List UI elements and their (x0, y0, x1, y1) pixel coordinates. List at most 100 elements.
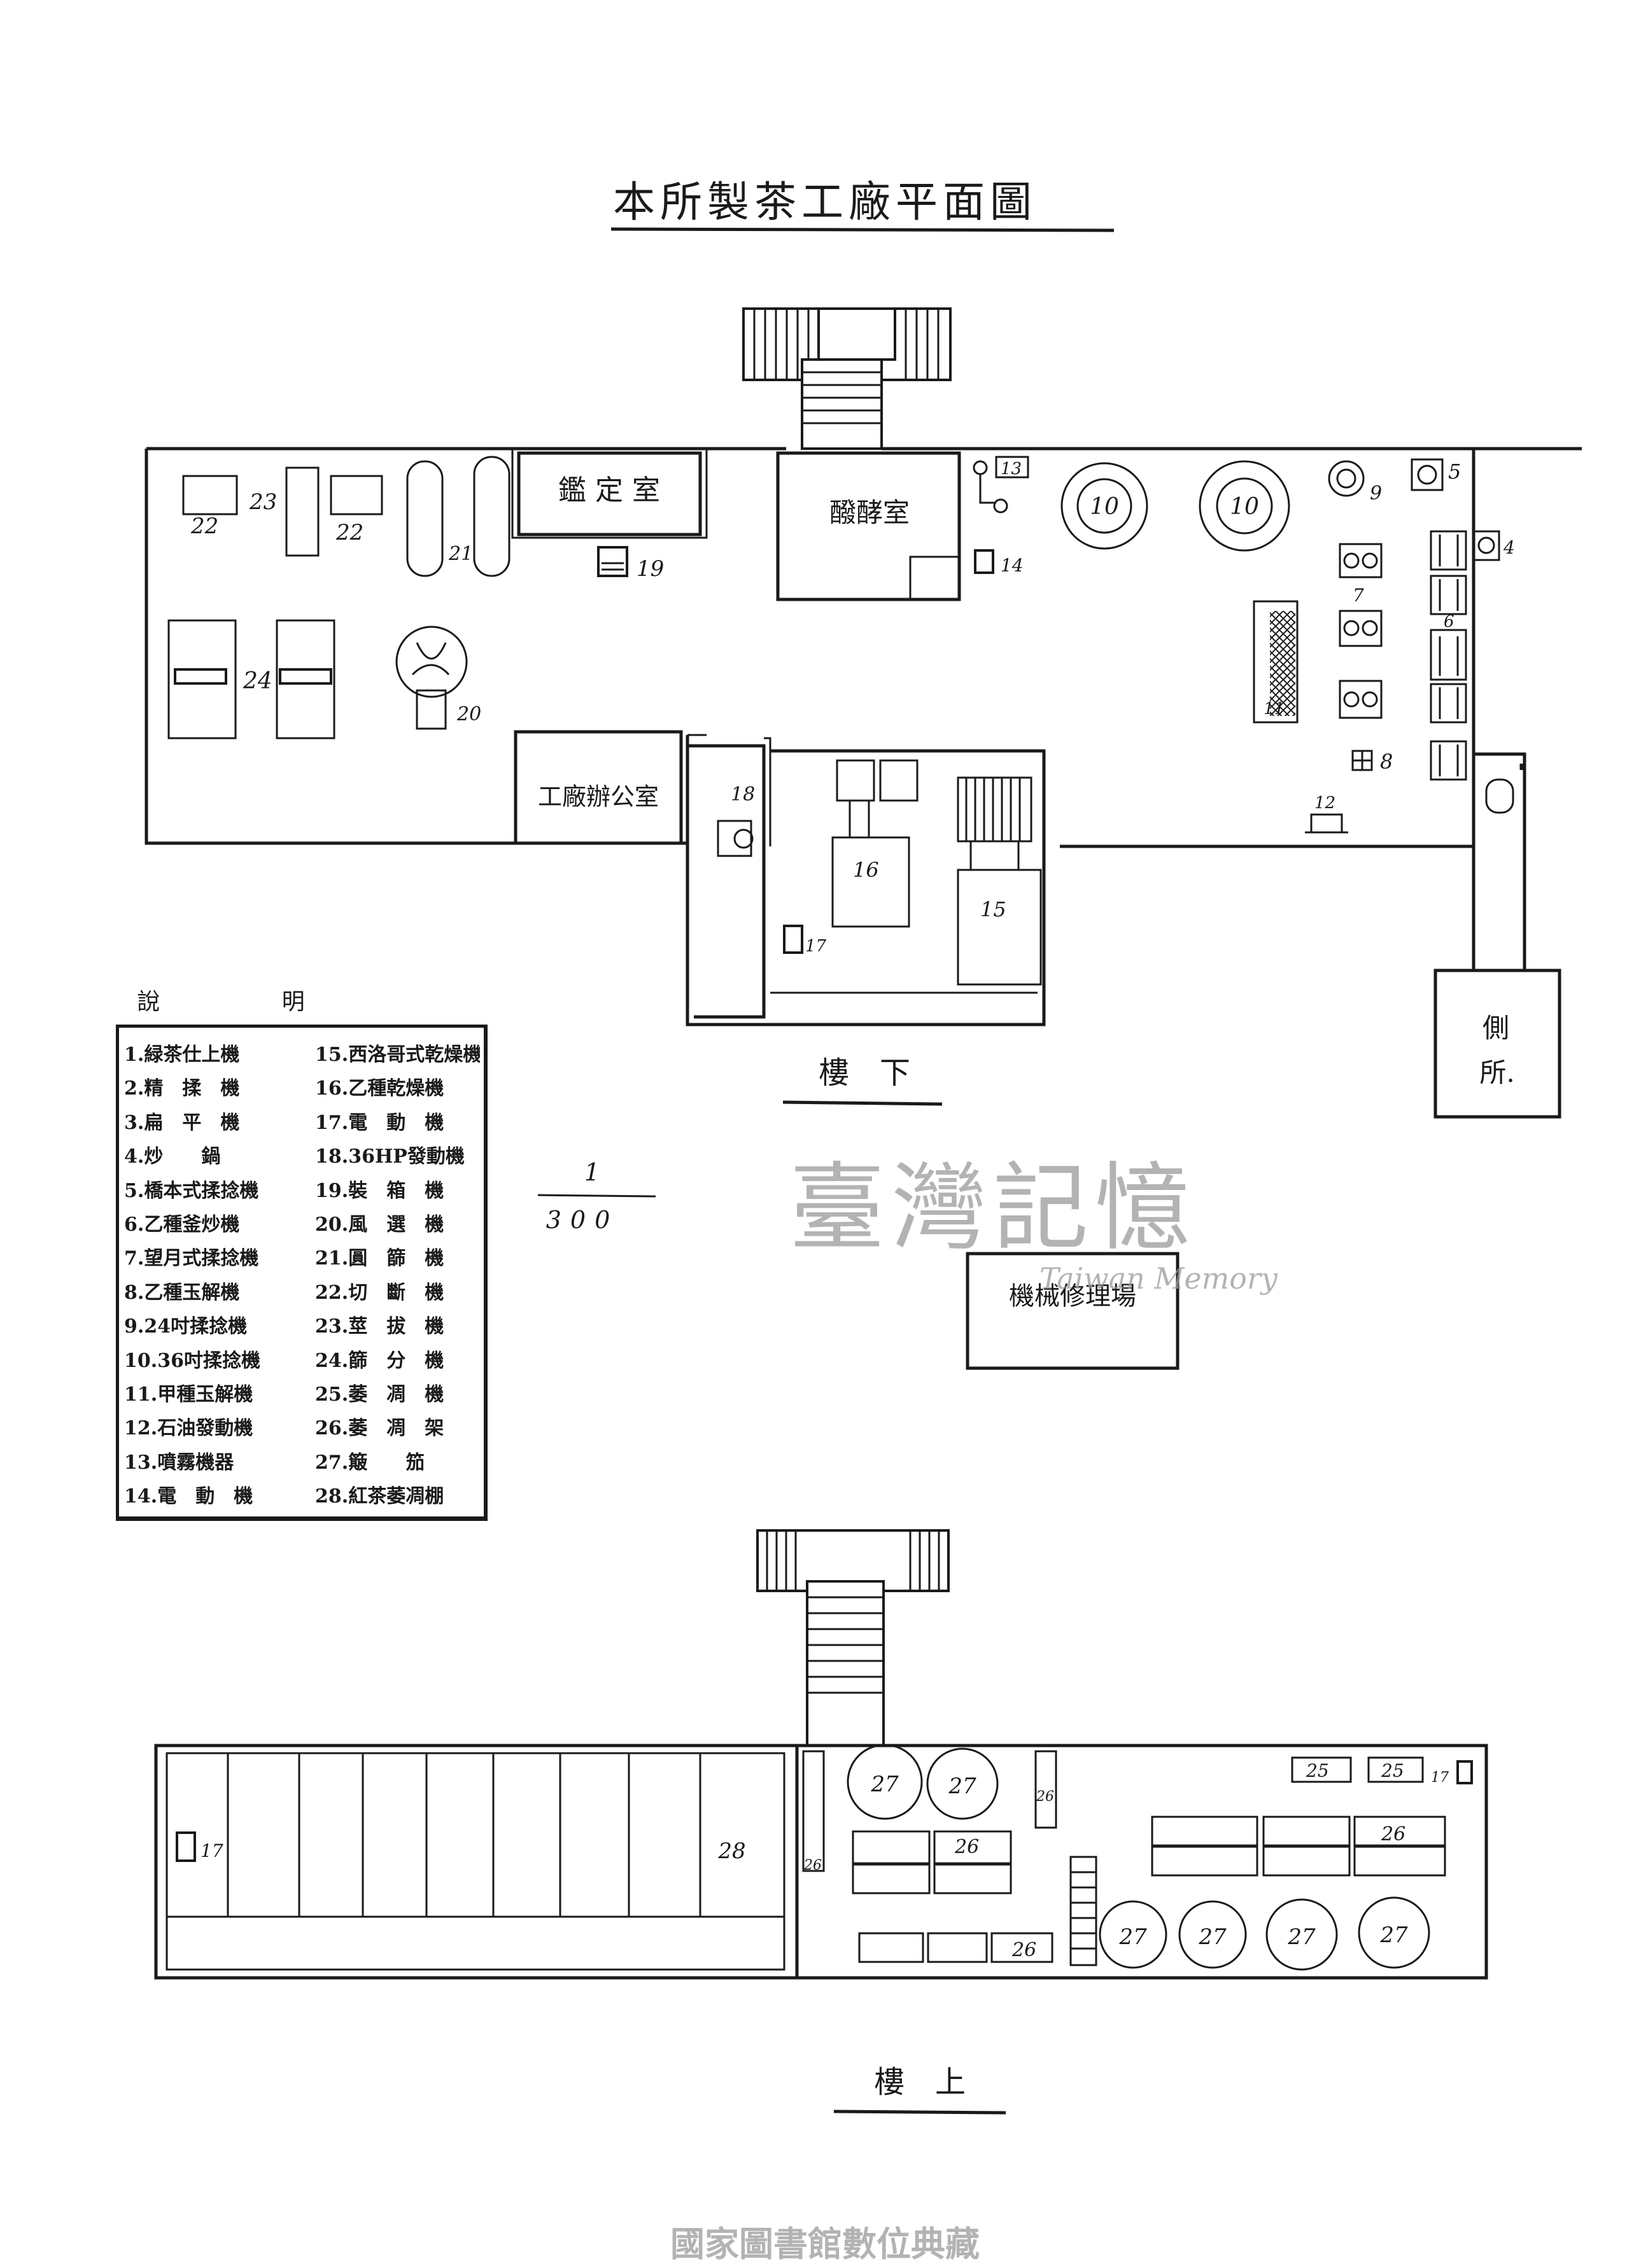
ground-floor-label: 樓 下 (819, 1055, 910, 1091)
machine-10a-rolling-36in (1060, 462, 1148, 550)
machine-23-stem-remover (285, 466, 320, 557)
machine-21a-round-sieve (406, 460, 444, 577)
sieve-27b (926, 1747, 999, 1820)
machine-22b-number: 22 (335, 520, 363, 545)
machine-19-number: 19 (637, 556, 664, 582)
legend-item: 1.緑茶仕上機 (124, 1044, 240, 1066)
legend-item: 6.乙種釜炒機 (124, 1213, 240, 1236)
machine-4-pan (1472, 530, 1500, 561)
machine-20-winnower (395, 626, 468, 730)
machine-24a-sorting-sieve (167, 619, 237, 739)
rack-26-bottom (858, 1932, 1053, 1963)
machine-4-number: 4 (1503, 537, 1515, 558)
machine-8-number: 8 (1380, 750, 1393, 774)
legend-item: 15.西洛哥式乾燥機 (315, 1044, 480, 1066)
machine-6-pan-roaster (1430, 530, 1467, 781)
legend-item: 3.扁 平 機 (124, 1111, 240, 1134)
machine-18-36hp-engine (717, 820, 754, 857)
legend-item: 5.橋本式揉捻機 (124, 1179, 259, 1202)
sieve-27d (1178, 1900, 1247, 1969)
machine-5-hashimoto-roller (1411, 458, 1444, 491)
legend-item: 9.24吋揉捻機 (124, 1315, 248, 1338)
rack-26-bottom-number: 26 (1011, 1939, 1036, 1961)
legend-item: 18.36HP發動機 (315, 1145, 465, 1168)
machine-24-number: 24 (243, 668, 272, 694)
scale-numerator: 1 (584, 1158, 600, 1186)
sieve-27f-number: 27 (1379, 1922, 1408, 1948)
legend-item: 17.電 動 機 (315, 1111, 444, 1134)
machine-17-electric-motor (783, 925, 803, 954)
toilet-label-1: 側 (1482, 1012, 1509, 1044)
machine-22b-cutter (330, 475, 383, 515)
machine-17-number: 17 (805, 937, 827, 956)
withering-machine-25b (1367, 1756, 1424, 1783)
sieve-27c-number: 27 (1118, 1924, 1147, 1950)
legend-item: 23.莖 拔 機 (315, 1315, 444, 1338)
taiwan-memory-watermark: 臺灣記憶 Taiwan Memory (789, 1153, 1278, 1296)
appraisal-room: 鑑 定 室 (511, 447, 708, 539)
scale-indicator: 1 300 (537, 1158, 656, 1234)
machine-9-number: 9 (1370, 482, 1382, 505)
machine-8-ball-breaker-b (1351, 750, 1373, 771)
sieve-27e (1265, 1898, 1338, 1971)
legend-item: 25.萎 凋 機 (315, 1383, 444, 1406)
legend-item: 14.電 動 機 (124, 1485, 253, 1508)
machine-10b-number: 10 (1230, 494, 1259, 520)
withering-machine-25a (1291, 1756, 1352, 1783)
machine-5-number: 5 (1448, 459, 1461, 484)
legend-item: 16.乙種乾燥機 (315, 1077, 444, 1100)
fermentation-room-label: 醱酵室 (829, 497, 910, 528)
ground-floor-entrance-stairs (742, 307, 952, 450)
upper-floor-label: 樓 上 (874, 2064, 966, 2100)
legend-item: 27.簸 笳 (315, 1451, 425, 1474)
sieve-27e-number: 27 (1287, 1924, 1316, 1950)
machine-14-number: 14 (1001, 555, 1024, 576)
machine-repair-label: 機械修理場 (1009, 1282, 1136, 1311)
scale-denominator: 300 (546, 1206, 619, 1234)
sieve-27c (1099, 1900, 1167, 1969)
toilet-passage-tank (1485, 778, 1514, 814)
legend-item: 28.紅茶萎凋棚 (315, 1485, 444, 1508)
machine-25a-number: 25 (1306, 1760, 1329, 1781)
rack-26-grid-middle-number: 26 (954, 1836, 979, 1858)
legend-item: 7.望月式揉捻機 (124, 1247, 259, 1270)
machine-16-number: 16 (853, 858, 879, 882)
machine-22-cutter (182, 475, 238, 515)
machine-17b-electric-motor (176, 1831, 196, 1862)
machine-25b-number: 25 (1381, 1760, 1404, 1781)
machine-21b-round-sieve (473, 456, 511, 577)
machine-12-number: 12 (1314, 794, 1335, 813)
machine-10a-number: 10 (1090, 494, 1119, 520)
sieve-27b-number: 27 (948, 1774, 976, 1799)
machine-13-number: 13 (1001, 459, 1022, 479)
machine-17c-electric-motor (1456, 1760, 1473, 1784)
machine-11-ball-breaker-a (1253, 600, 1299, 724)
machine-7-number: 7 (1353, 585, 1364, 606)
sieve-27a-number: 27 (870, 1772, 899, 1797)
legend-item: 4.炒 鍋 (124, 1145, 221, 1168)
sieve-27f (1358, 1896, 1430, 1969)
machine-18-number: 18 (731, 783, 755, 806)
legend-item: 12.石油發動機 (124, 1417, 253, 1440)
watermark-subtitle: Taiwan Memory (1039, 1261, 1278, 1296)
fermentation-room: 醱酵室 (776, 451, 961, 601)
rack-26-grid-right (1151, 1816, 1446, 1877)
machine-7-mochizuki-roller (1339, 543, 1383, 719)
legend-item: 24.篩 分 機 (315, 1349, 444, 1372)
machine-22-number: 22 (190, 514, 218, 539)
machine-10b-rolling-36in (1199, 460, 1290, 552)
factory-office: 工廠辦公室 (514, 730, 683, 843)
rack-26a-number: 26 (803, 1858, 822, 1873)
south-annex (686, 734, 1046, 1026)
legend-item: 11.甲種玉解機 (124, 1383, 253, 1406)
machine-12-oil-engine (1305, 813, 1348, 834)
toilet-label-2: 所. (1479, 1057, 1514, 1088)
legend-item: 8.乙種玉解機 (124, 1281, 240, 1304)
machine-24b-sorting-sieve (276, 619, 335, 739)
legend-item: 22.切 斷 機 (315, 1281, 444, 1304)
legend-item: 21.圓 篩 機 (315, 1247, 444, 1270)
machine-11-number: 11 (1264, 699, 1285, 718)
factory-office-label: 工廠辦公室 (538, 783, 659, 811)
